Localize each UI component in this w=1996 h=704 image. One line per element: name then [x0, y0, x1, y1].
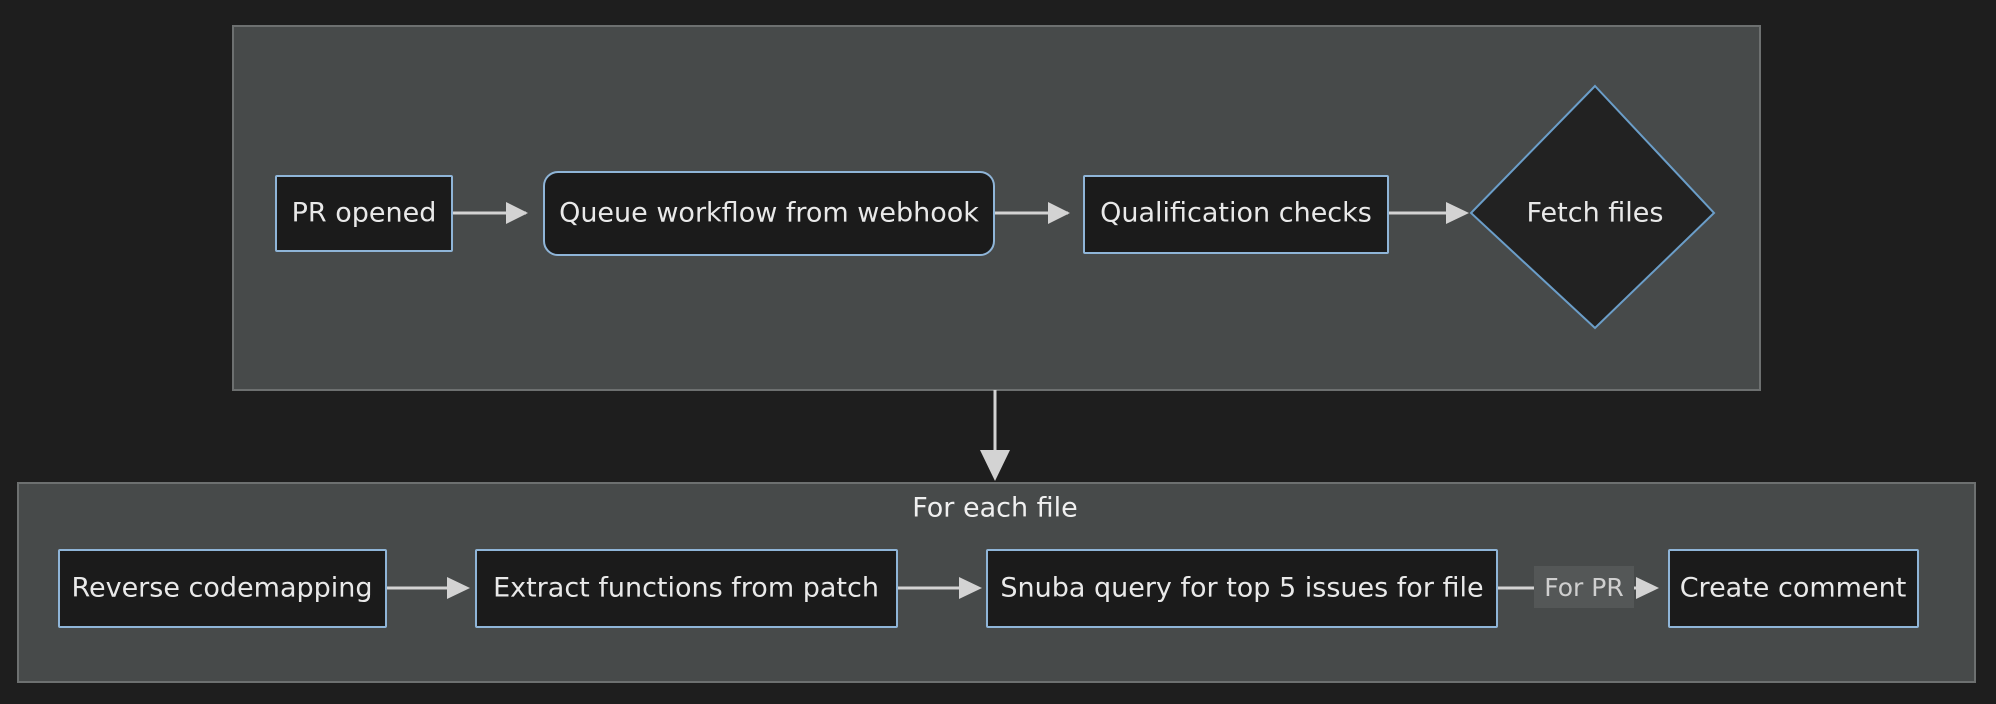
node-fetch-files[interactable]: Fetch files — [1469, 84, 1716, 330]
node-extract-functions-label: Extract functions from patch — [493, 573, 879, 604]
node-reverse-codemapping-shape[interactable] — [58, 549, 387, 628]
node-fetch-files-label: Fetch files — [1527, 198, 1664, 229]
node-reverse-codemapping-label: Reverse codemapping — [71, 573, 372, 604]
node-qualification-checks[interactable]: Qualification checks — [1083, 175, 1389, 254]
arrowhead-qualification-checks-to-fetch-files — [1446, 202, 1469, 224]
subgraph-for-each-file-title: For each file — [912, 493, 1078, 524]
node-extract-functions[interactable]: Extract functions from patch — [475, 549, 898, 628]
node-snuba-query-label: Snuba query for top 5 issues for file — [1000, 573, 1483, 604]
node-snuba-query-shape[interactable] — [986, 549, 1498, 628]
node-create-comment-label: Create comment — [1680, 573, 1907, 604]
node-queue-workflow-shape[interactable] — [543, 171, 995, 256]
node-snuba-query[interactable]: Snuba query for top 5 issues for file — [986, 549, 1498, 628]
node-qualification-checks-label: Qualification checks — [1100, 198, 1372, 229]
edge-label-for-pr: For PR — [1544, 573, 1623, 602]
node-create-comment-shape[interactable] — [1668, 549, 1919, 628]
node-create-comment[interactable]: Create comment — [1668, 549, 1919, 628]
node-reverse-codemapping[interactable]: Reverse codemapping — [58, 549, 387, 628]
arrowhead-reverse-codemapping-to-extract-functions — [447, 577, 470, 599]
node-fetch-files-shape[interactable] — [1469, 84, 1716, 330]
arrowhead-queue-workflow-to-qualification-checks — [1048, 202, 1070, 224]
node-queue-workflow-label: Queue workflow from webhook — [559, 198, 979, 229]
arrowhead-extract-functions-to-snuba-query — [959, 577, 982, 599]
node-pr-opened-label: PR opened — [292, 198, 437, 229]
node-pr-opened-shape[interactable] — [275, 175, 453, 252]
arrowhead-top-to-for-each-file — [980, 450, 1010, 481]
node-queue-workflow[interactable]: Queue workflow from webhook — [543, 171, 995, 256]
edge-label-for-pr-background — [1534, 566, 1634, 608]
node-qualification-checks-shape[interactable] — [1083, 175, 1389, 254]
arrowhead-snuba-query-to-create-comment — [1636, 577, 1659, 599]
node-extract-functions-shape[interactable] — [475, 549, 898, 628]
arrowhead-pr-opened-to-queue-workflow — [506, 202, 528, 224]
node-pr-opened[interactable]: PR opened — [275, 175, 453, 252]
